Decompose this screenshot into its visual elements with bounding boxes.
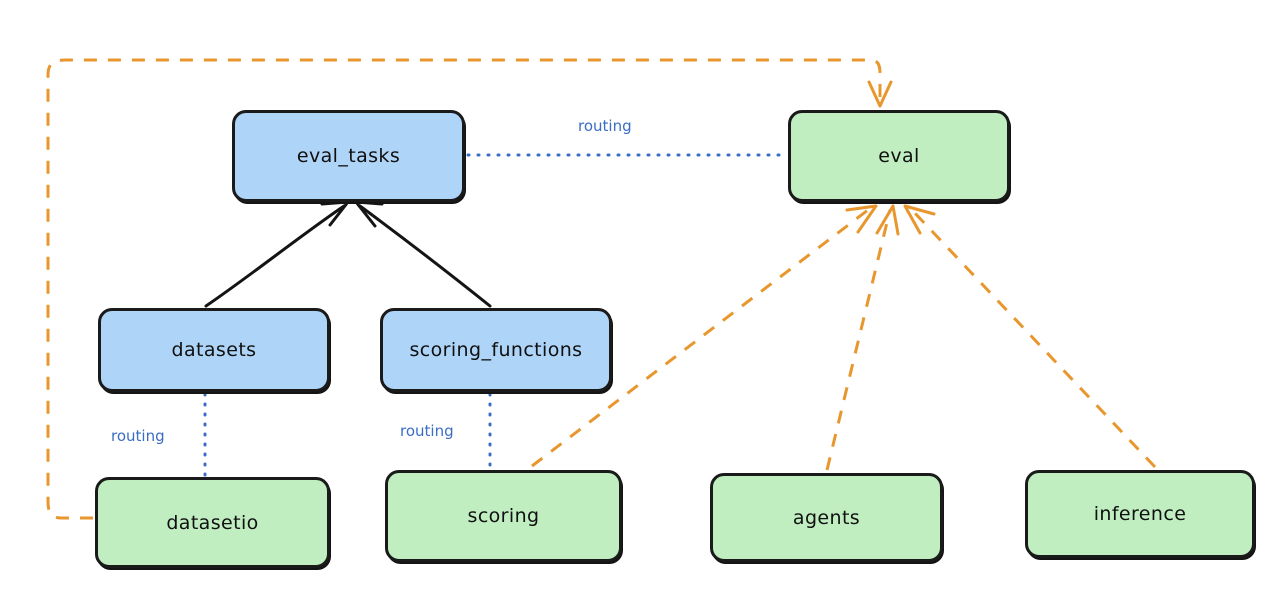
node-label: eval [878, 145, 920, 167]
node-label: scoring_functions [409, 339, 583, 361]
node-inference[interactable]: inference [1025, 470, 1255, 558]
edge-label-routing-eval-tasks-eval: routing [578, 117, 632, 135]
node-datasets[interactable]: datasets [98, 308, 330, 392]
node-datasetio[interactable]: datasetio [95, 477, 330, 568]
edge-label-routing-scoring-functions-scoring: routing [400, 422, 454, 440]
node-label: scoring [467, 505, 540, 527]
edge-inference-to-eval [903, 204, 1157, 469]
edge-scoring-to-eval [531, 204, 878, 468]
edge-label-routing-datasets-datasetio: routing [111, 427, 165, 445]
node-agents[interactable]: agents [710, 473, 943, 562]
edge-datasets-to-eval_tasks [204, 200, 350, 308]
node-eval[interactable]: eval [788, 110, 1010, 202]
node-scoring[interactable]: scoring [385, 470, 622, 562]
node-label: datasets [171, 339, 257, 361]
node-label: eval_tasks [296, 145, 401, 167]
node-eval-tasks[interactable]: eval_tasks [232, 110, 465, 202]
node-label: inference [1093, 503, 1187, 525]
node-label: datasetio [166, 511, 259, 534]
node-scoring-functions[interactable]: scoring_functions [380, 308, 612, 392]
edge-datasetio-to-eval [46, 58, 893, 520]
edge-agents-to-eval [825, 204, 900, 471]
edge-scoring_functions-to-eval_tasks [354, 200, 492, 308]
node-label: agents [792, 506, 861, 529]
